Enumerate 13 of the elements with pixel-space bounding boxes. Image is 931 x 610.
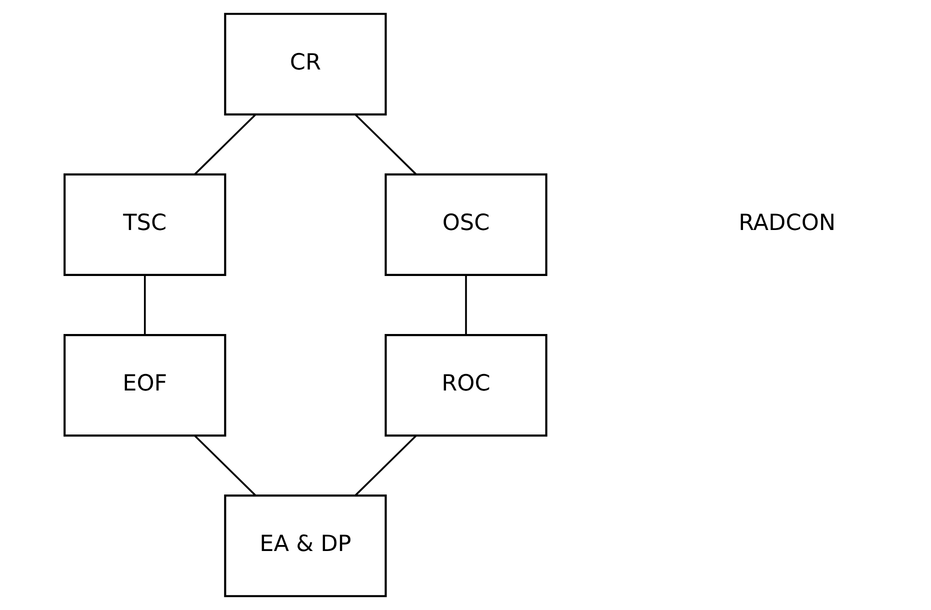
node-box: CR <box>224 12 386 116</box>
connector <box>464 275 466 335</box>
node-box: EOF <box>63 334 226 437</box>
connector <box>194 114 256 175</box>
connector <box>143 275 146 335</box>
connector <box>354 114 416 175</box>
node-box: TSC <box>63 173 226 276</box>
node-box: ROC <box>384 334 547 437</box>
label: RADCON <box>738 210 836 236</box>
node-box: EA & DP <box>224 494 386 598</box>
connector <box>354 435 416 496</box>
connector <box>194 435 256 496</box>
node-box: OSC <box>384 173 547 276</box>
